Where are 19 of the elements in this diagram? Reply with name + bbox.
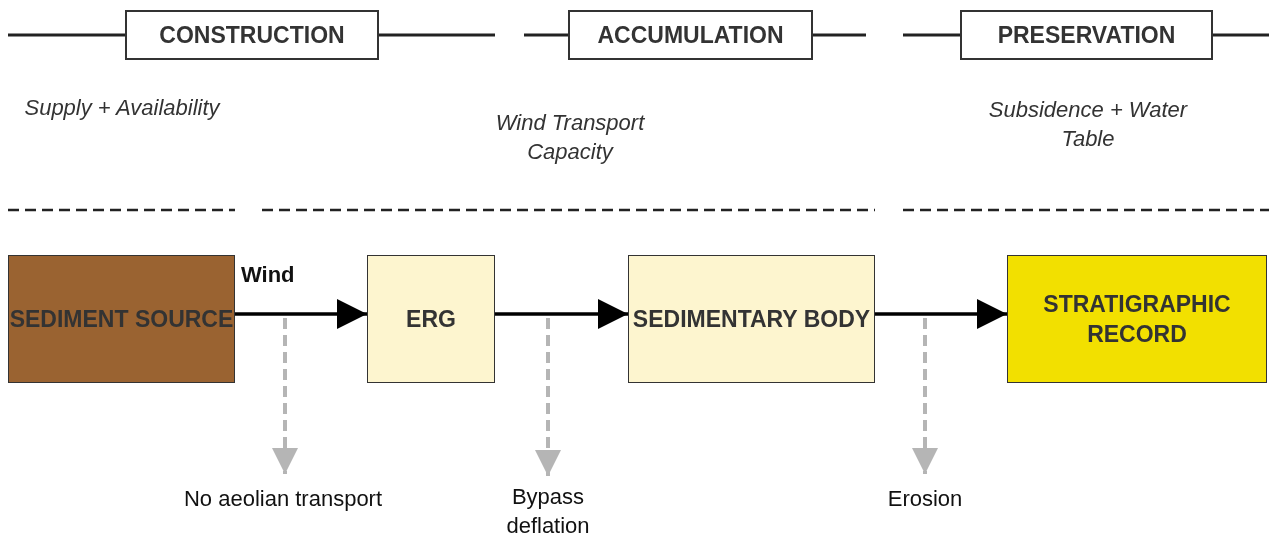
process-box: STRATIGRAPHIC RECORD <box>1007 255 1267 383</box>
factor-label: Subsidence + Water Table <box>987 96 1189 153</box>
factor-label: Wind Transport Capacity <box>494 109 646 166</box>
stage-heading-box: PRESERVATION <box>960 10 1213 60</box>
outcome-text: Erosion <box>870 480 980 516</box>
outcome-text: Bypass deflation <box>488 482 608 540</box>
dashed-arrow <box>535 318 561 476</box>
factor-label: Supply + Availability <box>23 94 222 122</box>
stage-heading-box: CONSTRUCTION <box>125 10 379 60</box>
process-box: ERG <box>367 255 495 383</box>
dashed-arrow <box>912 318 938 474</box>
process-box: SEDIMENTARY BODY <box>628 255 875 383</box>
arrow <box>495 299 628 329</box>
outcome-text: No aeolian transport <box>153 480 413 516</box>
dashed-arrow <box>272 318 298 474</box>
stage-heading-box: ACCUMULATION <box>568 10 813 60</box>
arrow <box>875 299 1007 329</box>
process-box: SEDIMENT SOURCE <box>8 255 235 383</box>
arrow <box>235 299 367 329</box>
